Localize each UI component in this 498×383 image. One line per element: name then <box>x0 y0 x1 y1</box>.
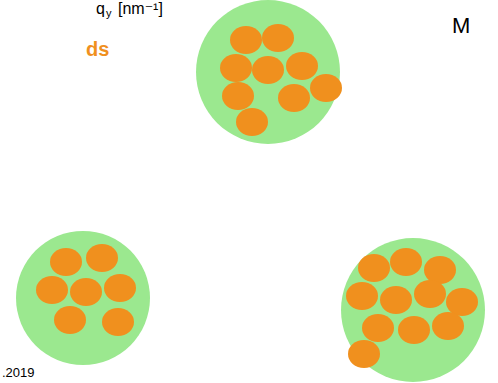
date-footer: .2019 <box>2 366 35 380</box>
cluster-right <box>341 238 485 382</box>
axis-unit: [nm⁻¹] <box>118 0 163 18</box>
heading-fragment: M <box>452 14 470 38</box>
axis-label: q <box>96 0 105 18</box>
heading-fragment: ds <box>86 38 109 60</box>
cluster-top <box>196 0 342 144</box>
cluster-left <box>16 231 150 365</box>
axis-subscript: y <box>106 7 112 19</box>
